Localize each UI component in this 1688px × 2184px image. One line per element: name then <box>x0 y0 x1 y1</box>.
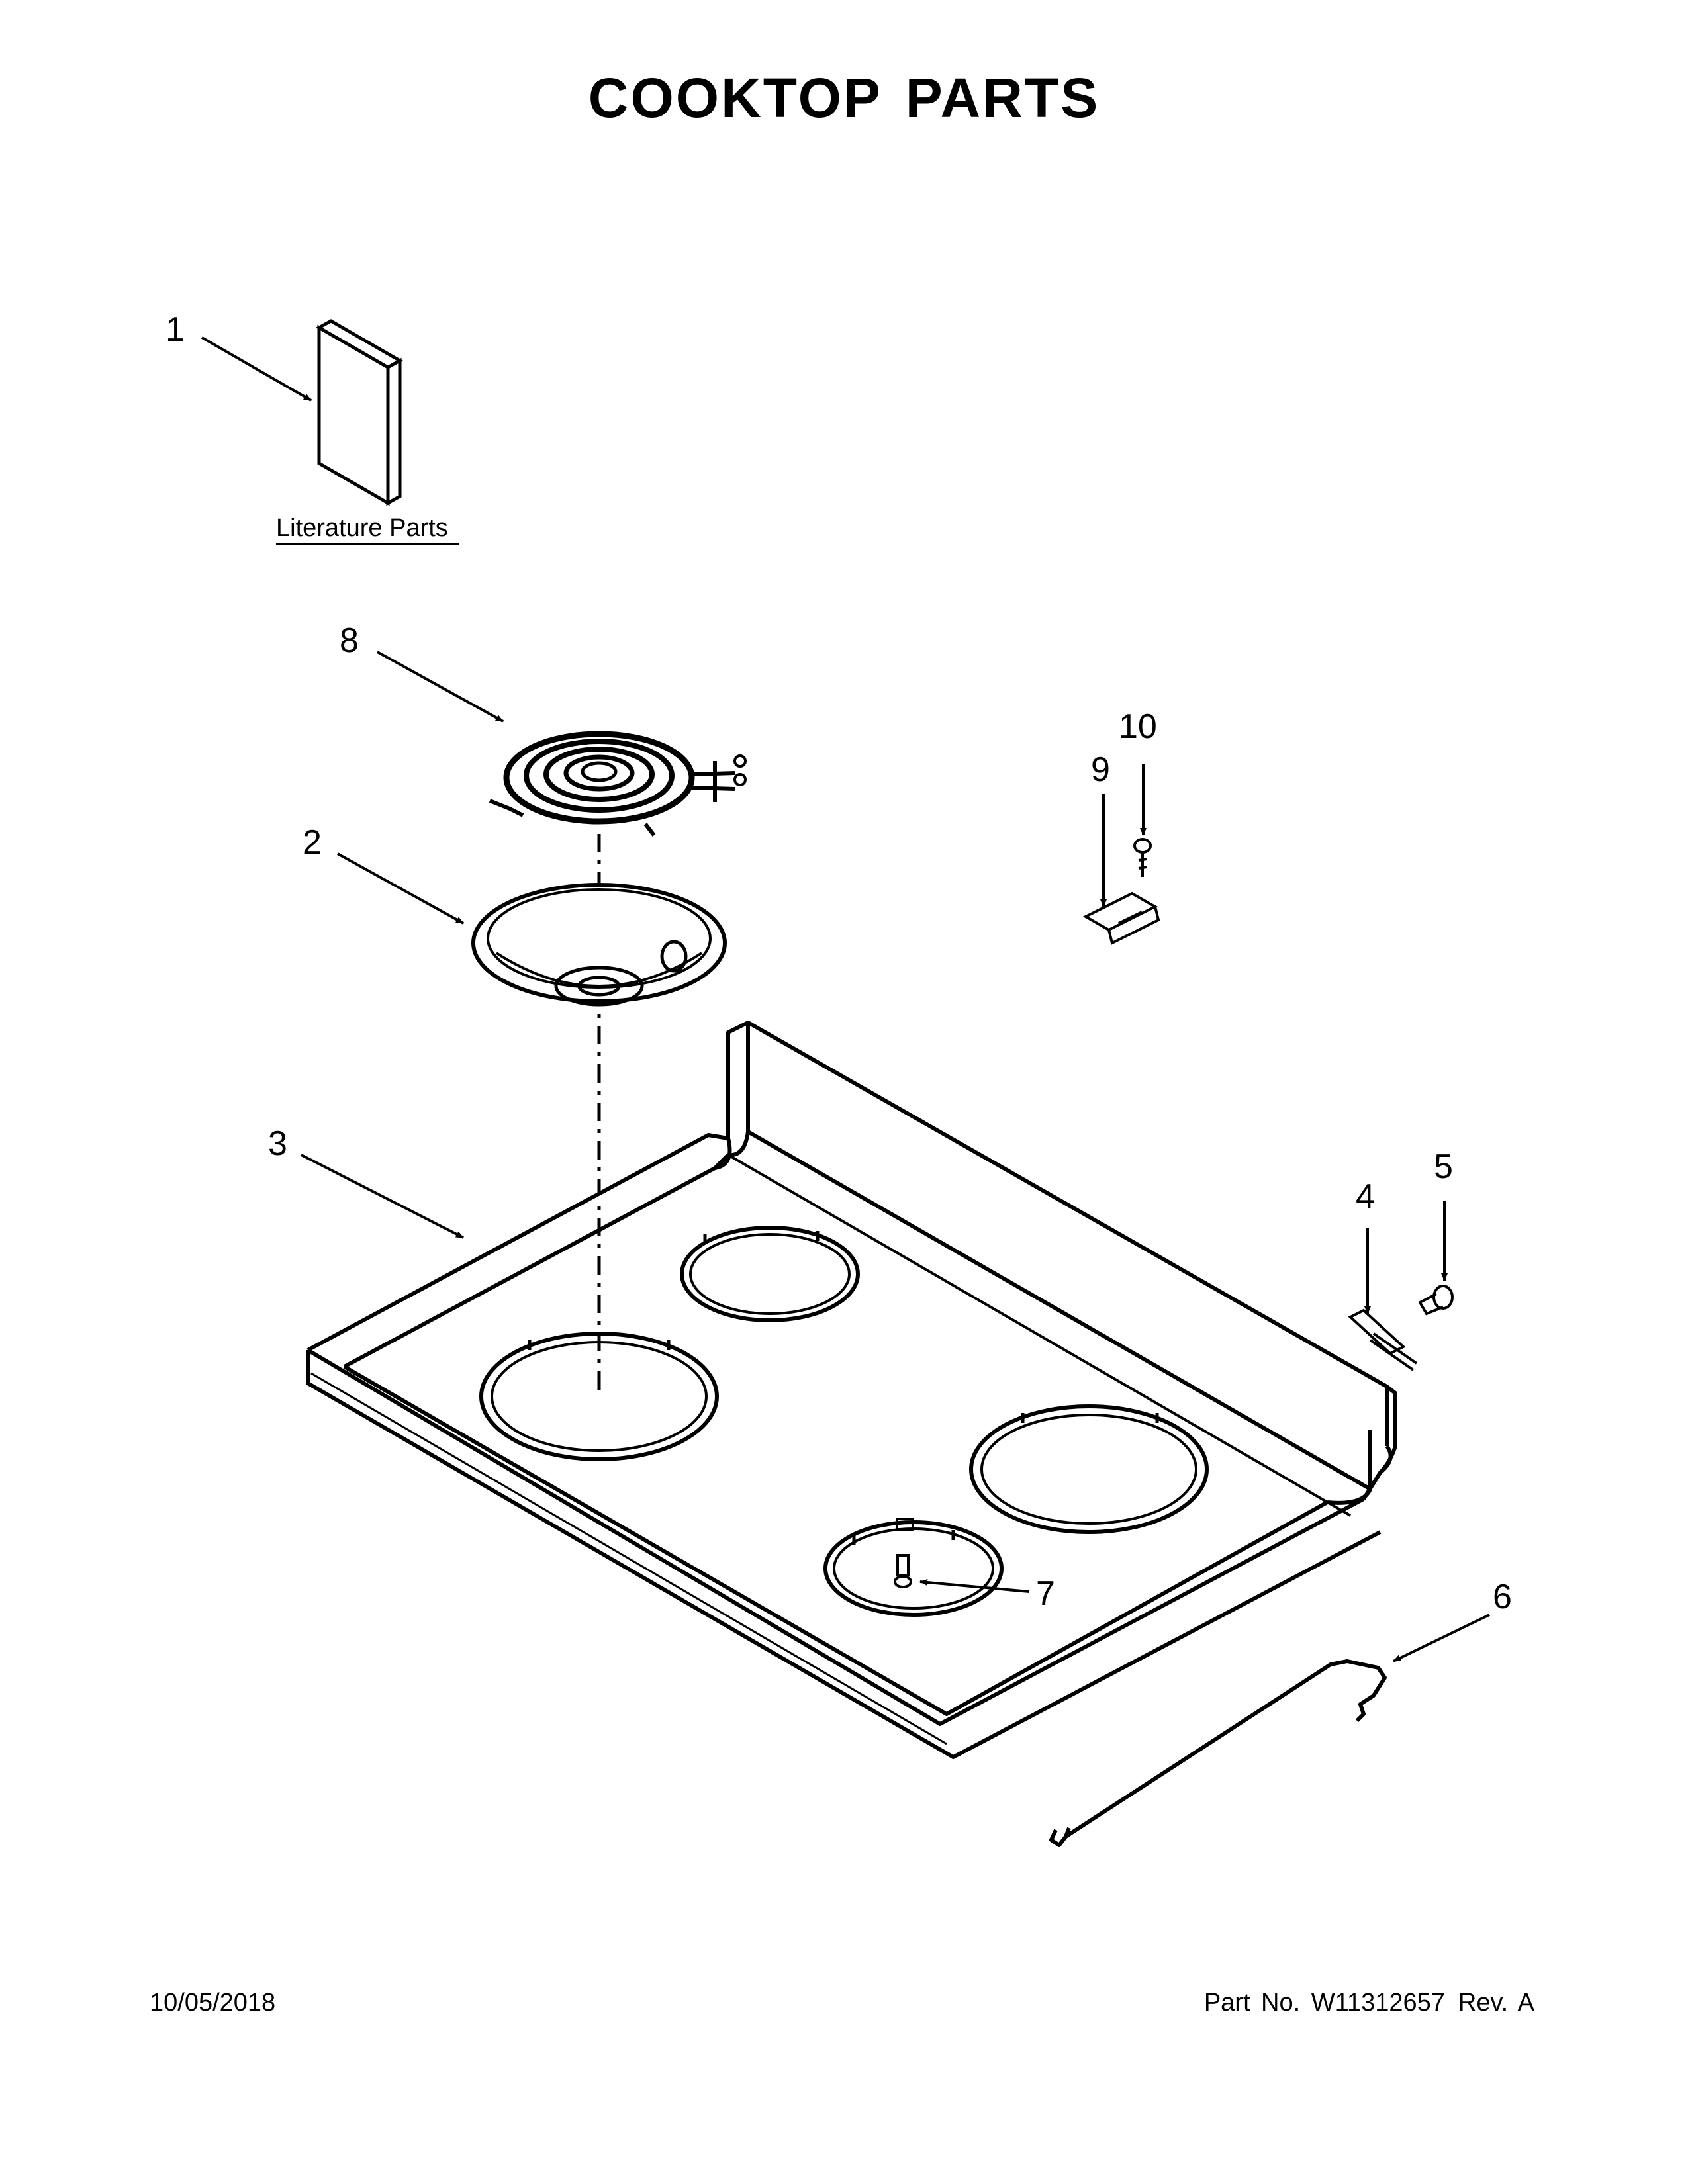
callout-5: 5 <box>1434 1148 1453 1186</box>
wire-rod-part-6 <box>1049 1659 1387 1847</box>
literature-parts-label: Literature Parts <box>276 514 448 542</box>
footer-date: 10/05/2018 <box>150 1989 276 2017</box>
callout-4: 4 <box>1356 1177 1375 1216</box>
callout-8: 8 <box>340 621 359 660</box>
leader-arrow-8 <box>377 651 504 723</box>
leader-arrow-7 <box>919 1579 1030 1593</box>
clip-part-4 <box>1348 1308 1418 1371</box>
bracket-part-9 <box>1082 891 1160 945</box>
leader-arrow-2 <box>337 852 464 925</box>
callout-1: 1 <box>165 310 185 349</box>
callout-2: 2 <box>303 823 322 862</box>
callout-3: 3 <box>268 1124 287 1163</box>
callout-6: 6 <box>1493 1578 1512 1616</box>
screw-part-7 <box>894 1554 912 1588</box>
leader-arrow-3 <box>301 1154 464 1239</box>
callout-7: 7 <box>1036 1574 1055 1613</box>
literature-parts-booklet <box>315 319 404 506</box>
callout-10: 10 <box>1119 707 1157 746</box>
leader-arrow-6 <box>1393 1614 1490 1662</box>
drip-bowl <box>471 883 727 1007</box>
revision: Rev. A <box>1458 1989 1534 2017</box>
screw-part-5 <box>1418 1285 1454 1316</box>
footer-part-number: Part No. W11312657 Rev. A <box>1191 1989 1534 2017</box>
screw-part-10 <box>1133 838 1152 877</box>
part-number: Part No. W11312657 <box>1203 1989 1445 2017</box>
cooktop-main-top <box>306 1021 1397 1759</box>
page-title: COOKTOP PARTS <box>588 67 1100 129</box>
surface-element-coil <box>489 731 747 837</box>
callout-9: 9 <box>1091 751 1110 789</box>
leader-arrow-1 <box>201 336 312 402</box>
